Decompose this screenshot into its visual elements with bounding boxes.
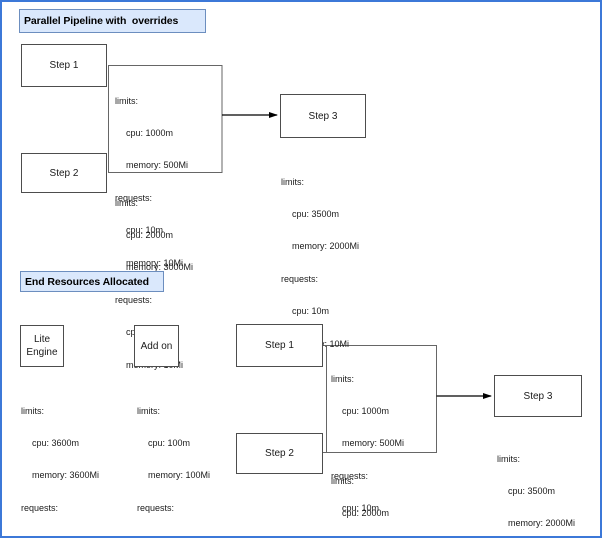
resource-line: memory: 10Mi <box>126 257 184 268</box>
resource-block-step2-bottom: limits: cpu: 2000m memory: 3000Mi reques… <box>331 454 409 538</box>
resource-line: cpu: 2000m <box>126 229 174 240</box>
resource-line: requests: <box>137 502 175 513</box>
resource-line: requests: <box>21 502 59 513</box>
node-step1-top: Step 1 <box>21 44 107 87</box>
resource-line: limits: <box>137 405 160 416</box>
node-step3-top: Step 3 <box>280 94 366 138</box>
resource-line: memory: 2000Mi <box>292 241 360 252</box>
resource-line: memory: 500Mi <box>342 438 405 449</box>
resource-line: memory: 3000Mi <box>126 262 194 273</box>
resource-line: cpu: 100m <box>148 437 191 448</box>
resource-line: cpu: 3600m <box>32 437 80 448</box>
resource-line: memory: 500Mi <box>126 160 189 171</box>
node-step2-bottom: Step 2 <box>236 433 323 474</box>
resource-line: limits: <box>331 373 354 384</box>
section-title-end-resources: End Resources Allocated <box>20 271 164 292</box>
resource-line: limits: <box>281 176 304 187</box>
resource-line: limits: <box>115 197 138 208</box>
node-lite-engine: Lite Engine <box>20 325 64 367</box>
resource-line: cpu: 3500m <box>292 208 340 219</box>
resource-block-add-on: limits: cpu: 100m memory: 100Mi requests… <box>137 384 210 538</box>
resource-line: requests: <box>281 273 319 284</box>
merge-connector-top <box>108 65 223 173</box>
resource-line: limits: <box>115 95 138 106</box>
resource-line: cpu: 1000m <box>342 405 390 416</box>
resource-line: memory: 2000Mi <box>508 518 576 529</box>
resource-block-step1-top: limits: cpu: 1000m memory: 500Mi request… <box>115 74 188 290</box>
resource-line: requests: <box>115 294 153 305</box>
node-label-line: Engine <box>26 347 58 358</box>
resource-line: memory: 100Mi <box>148 470 211 481</box>
resource-line: cpu: 10m <box>292 306 330 317</box>
resource-line: limits: <box>331 475 354 486</box>
resource-line: cpu: 3500m <box>508 485 556 496</box>
resource-line: requests: <box>331 470 369 481</box>
node-add-on: Add on <box>134 325 179 367</box>
resource-block-lite-engine: limits: cpu: 3600m memory: 3600Mi reques… <box>21 384 99 538</box>
node-step3-bottom: Step 3 <box>494 375 582 417</box>
resource-line: memory: 3600Mi <box>32 470 100 481</box>
resource-line: requests: <box>115 192 153 203</box>
section-title-pipeline: Parallel Pipeline with overrides <box>19 9 206 33</box>
merge-connector-bottom <box>326 345 437 453</box>
resource-block-step3-bottom: limits: cpu: 3500m memory: 2000Mi reques… <box>497 432 575 538</box>
resource-line: cpu: 1000m <box>126 127 174 138</box>
resource-line: limits: <box>497 453 520 464</box>
node-step2-top: Step 2 <box>21 153 107 193</box>
resource-line: limits: <box>21 405 44 416</box>
resource-line: cpu: 10m <box>342 503 380 514</box>
resource-line: cpu: 2000m <box>342 507 390 518</box>
node-step1-bottom: Step 1 <box>236 324 323 367</box>
resource-line: cpu: 10m <box>126 225 164 236</box>
node-label-line: Lite <box>33 334 51 345</box>
